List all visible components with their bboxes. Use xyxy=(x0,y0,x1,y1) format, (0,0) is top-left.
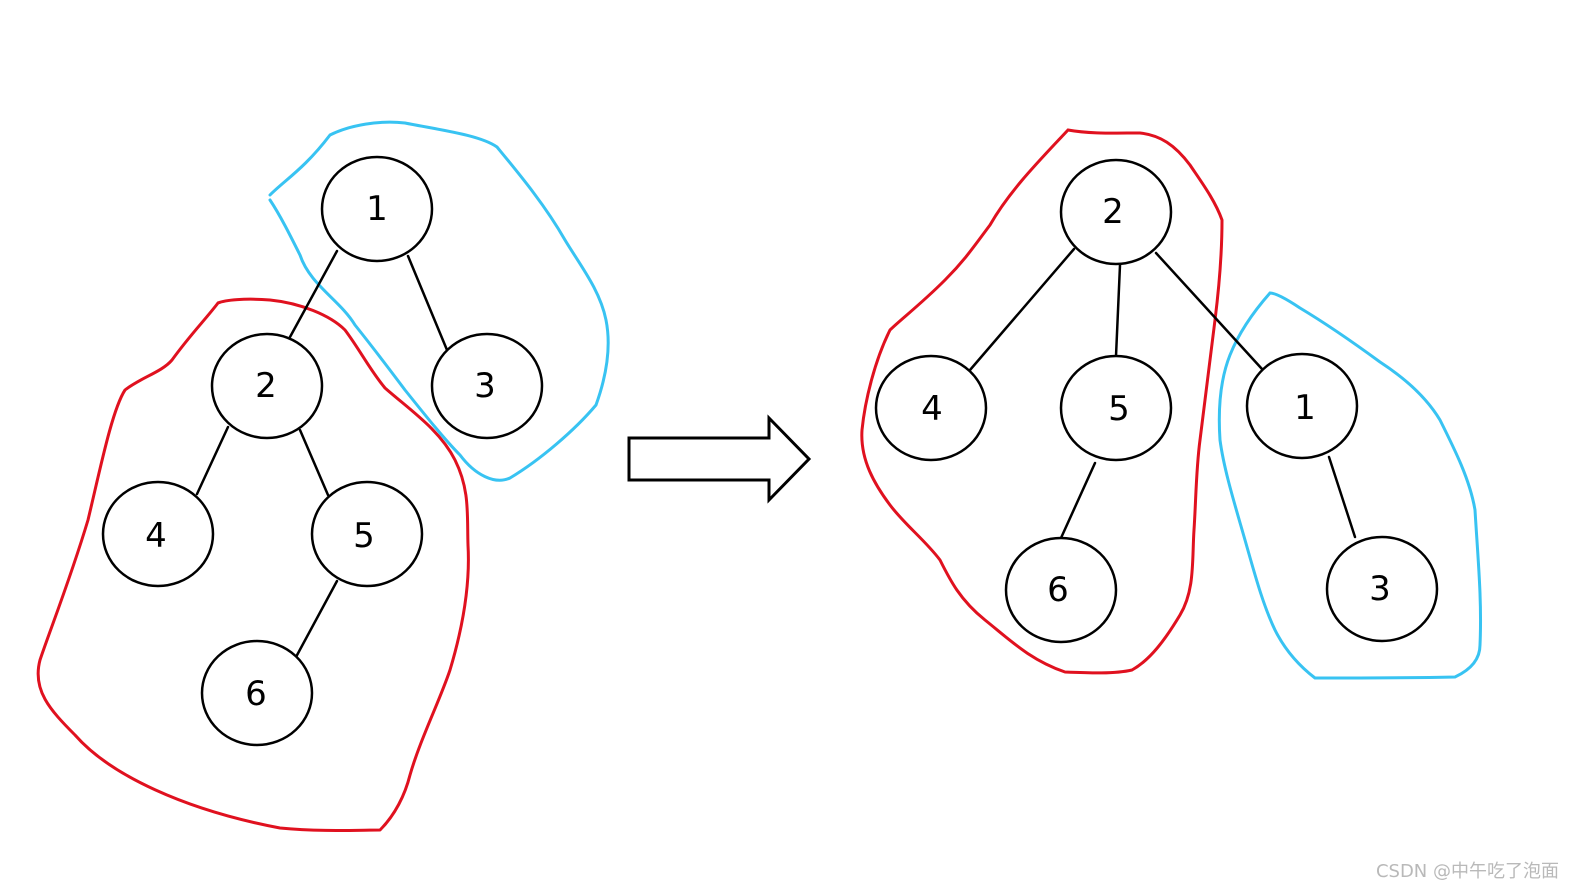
node-label: 6 xyxy=(245,674,267,714)
node-4: 4 xyxy=(874,354,988,462)
watermark: CSDN @中午吃了泡面 xyxy=(1375,861,1559,882)
node-1: 1 xyxy=(1245,352,1359,460)
node-label: 3 xyxy=(474,366,496,406)
edge-1-3 xyxy=(406,254,449,352)
node-label: 5 xyxy=(353,516,375,556)
node-2: 2 xyxy=(210,332,324,440)
node-6: 6 xyxy=(200,639,314,747)
node-5: 5 xyxy=(1059,354,1173,462)
edge-1-2 xyxy=(288,249,339,339)
left-red-group-outline xyxy=(36,297,470,832)
node-3: 3 xyxy=(1325,535,1439,643)
right-red-group-outline xyxy=(860,128,1224,675)
right-blue-group-outline xyxy=(1217,291,1483,680)
edge-1-3 xyxy=(1327,455,1357,539)
edge-2-4 xyxy=(968,247,1076,372)
node-label: 2 xyxy=(255,366,277,406)
node-4: 4 xyxy=(101,480,215,588)
edge-2-5 xyxy=(298,428,330,497)
node-label: 2 xyxy=(1102,192,1124,232)
edge-2-4 xyxy=(195,425,230,496)
node-6: 6 xyxy=(1004,536,1118,644)
node-label: 6 xyxy=(1047,570,1069,610)
right-arrow-icon xyxy=(627,414,812,504)
edge-2-5 xyxy=(1114,263,1122,358)
left-tree: 1 3 2 4 5 6 xyxy=(36,120,610,832)
node-1: 1 xyxy=(320,155,434,263)
node-label: 4 xyxy=(921,389,943,429)
node-label: 5 xyxy=(1108,389,1130,429)
right-tree: 2 4 5 6 1 3 xyxy=(860,128,1483,680)
node-label: 1 xyxy=(1294,388,1316,428)
node-5: 5 xyxy=(310,480,424,588)
node-label: 1 xyxy=(366,189,388,229)
node-label: 3 xyxy=(1369,569,1391,609)
edge-5-6 xyxy=(1059,461,1097,540)
node-label: 4 xyxy=(145,516,167,556)
node-3: 3 xyxy=(430,332,544,440)
left-blue-group-outline xyxy=(268,120,610,482)
edge-2-1 xyxy=(1154,251,1264,371)
edge-5-6 xyxy=(294,579,339,659)
node-2: 2 xyxy=(1059,158,1173,266)
